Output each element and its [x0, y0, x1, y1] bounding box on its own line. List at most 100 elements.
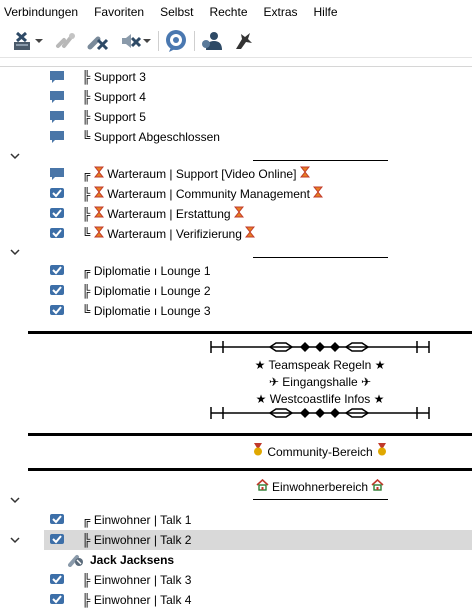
channel-label: ╠ Support 4	[82, 90, 146, 104]
menu-hilfe[interactable]: Hilfe	[313, 5, 338, 19]
channel-einwohnerbereich[interactable]: Einwohnerbereich	[0, 477, 472, 497]
hourglass-icon	[245, 226, 256, 241]
mute-speaker-icon	[119, 30, 143, 52]
channel-diplomatie-1[interactable]: ╔ Diplomatie ı Lounge 1	[0, 261, 472, 281]
chevron-down-icon[interactable]	[9, 535, 21, 545]
channel-label: ╠ Diplomatie ı Lounge 2	[82, 284, 211, 298]
channel-label: ╚ Warteraum | Verifizierung	[82, 226, 256, 242]
hourglass-icon	[93, 206, 104, 221]
menu-verbindungen[interactable]: Verbindungen	[4, 5, 79, 19]
channel-label: ★ Teamspeak Regeln ★	[254, 358, 386, 372]
separator-line	[28, 468, 472, 471]
disconnect-button[interactable]	[8, 28, 46, 54]
check-channel-icon	[49, 593, 65, 607]
contacts-button[interactable]	[198, 28, 226, 54]
connect-button[interactable]	[52, 28, 80, 54]
check-channel-icon	[49, 264, 65, 278]
connect-icon	[54, 30, 78, 52]
check-channel-icon	[49, 227, 65, 241]
channel-label: ╠ Einwohner | Talk 2	[82, 533, 192, 547]
user-jack-jacksens[interactable]: Jack Jacksens	[0, 550, 472, 570]
disconnect-icon	[11, 30, 35, 52]
menu-bar: Verbindungen Favoriten Selbst Rechte Ext…	[0, 0, 472, 24]
chevron-down-icon[interactable]	[143, 38, 151, 44]
separator-line	[28, 433, 472, 436]
channel-label: ╠ Support 3	[82, 70, 146, 84]
chevron-down-icon[interactable]	[9, 151, 21, 161]
channel-label: ╠ Einwohner | Talk 4	[82, 593, 192, 607]
user-speaker-muted-icon	[68, 553, 84, 567]
channel-label: ╠ Einwohner | Talk 3	[82, 573, 192, 587]
channel-icon	[49, 167, 65, 181]
house-icon	[256, 478, 269, 494]
channel-support-3[interactable]: ╠ Support 3	[0, 67, 472, 87]
chat-icon	[164, 29, 188, 53]
chat-button[interactable]	[162, 28, 190, 54]
channel-support-abgeschlossen[interactable]: ╚ Support Abgeschlossen	[0, 127, 472, 147]
channel-icon	[49, 110, 65, 124]
channel-einwohner-talk-3[interactable]: ╠ Einwohner | Talk 3	[0, 570, 472, 590]
channel-diplomatie-3[interactable]: ╚ Diplomatie ı Lounge 3	[0, 301, 472, 321]
channel-label: Einwohnerbereich	[220, 478, 420, 495]
channel-support-4[interactable]: ╠ Support 4	[0, 87, 472, 107]
channel-eingangshalle[interactable]: ✈ Eingangshalle ✈	[0, 372, 472, 392]
channel-einwohner-talk-2[interactable]: ╠ Einwohner | Talk 2	[44, 530, 472, 550]
menu-favoriten[interactable]: Favoriten	[94, 5, 145, 19]
medal-icon	[252, 443, 264, 459]
channel-label: ╠ Support 5	[82, 110, 146, 124]
menu-extras[interactable]: Extras	[263, 5, 298, 19]
channel-teamspeak-regeln[interactable]: ★ Teamspeak Regeln ★	[0, 355, 472, 375]
channel-label: ✈ Eingangshalle ✈	[268, 375, 372, 389]
channel-label: ╔ Diplomatie ı Lounge 1	[82, 264, 211, 278]
mute-microphone-button[interactable]	[84, 28, 112, 54]
channel-icon	[49, 90, 65, 104]
menu-selbst[interactable]: Selbst	[160, 5, 194, 19]
channel-westcoastlife-infos[interactable]: ★ Westcoastlife Infos ★	[0, 389, 472, 409]
mute-microphone-icon	[86, 30, 110, 52]
check-channel-icon	[49, 573, 65, 587]
decorative-border	[210, 407, 430, 419]
check-channel-icon	[49, 513, 65, 527]
separator-line	[28, 331, 472, 334]
hourglass-icon	[93, 226, 104, 241]
medal-icon	[376, 443, 388, 459]
channel-tree: ╠ Support 3 ╠ Support 4 ╠ Support 5 ╚ Su…	[0, 66, 472, 612]
contacts-icon	[200, 30, 224, 52]
channel-label: ╔ Warteraum | Support [Video Online]	[82, 166, 310, 182]
channel-community-bereich[interactable]: Community-Bereich	[0, 441, 472, 461]
chevron-down-icon[interactable]	[9, 247, 21, 257]
check-channel-icon	[49, 207, 65, 221]
away-icon	[233, 30, 255, 52]
chevron-down-icon[interactable]	[9, 495, 21, 505]
channel-warteraum-community[interactable]: ╠ Warteraum | Community Management	[0, 184, 472, 204]
channel-support-5[interactable]: ╠ Support 5	[0, 107, 472, 127]
check-channel-icon	[49, 304, 65, 318]
user-label: Jack Jacksens	[90, 553, 175, 567]
channel-einwohner-talk-1[interactable]: ╔ Einwohner | Talk 1	[0, 510, 472, 530]
channel-label: ╚ Diplomatie ı Lounge 3	[82, 304, 211, 318]
channel-warteraum-support[interactable]: ╔ Warteraum | Support [Video Online]	[0, 164, 472, 184]
spacer-line	[253, 499, 388, 500]
channel-warteraum-verifizierung[interactable]: ╚ Warteraum | Verifizierung	[0, 224, 472, 244]
mute-speaker-button[interactable]	[114, 28, 156, 54]
channel-warteraum-erstattung[interactable]: ╠ Warteraum | Erstattung	[0, 204, 472, 224]
channel-label: ★ Westcoastlife Infos ★	[255, 392, 385, 406]
hourglass-icon	[313, 186, 324, 201]
chevron-down-icon[interactable]	[35, 38, 43, 44]
toolbar-separator	[158, 31, 159, 51]
channel-label: ╠ Warteraum | Erstattung	[82, 206, 244, 222]
spacer-line	[253, 257, 388, 258]
channel-diplomatie-2[interactable]: ╠ Diplomatie ı Lounge 2	[0, 281, 472, 301]
channel-icon	[49, 130, 65, 144]
check-channel-icon	[49, 284, 65, 298]
channel-label: ╔ Einwohner | Talk 1	[82, 513, 192, 527]
menu-rechte[interactable]: Rechte	[209, 5, 248, 19]
channel-label: ╚ Support Abgeschlossen	[82, 130, 220, 144]
toolbar-separator	[194, 31, 195, 51]
check-channel-icon	[49, 187, 65, 201]
house-icon	[371, 478, 384, 494]
away-button[interactable]	[230, 28, 258, 54]
check-channel-icon	[49, 533, 65, 547]
spacer-line	[253, 160, 388, 161]
channel-einwohner-talk-4[interactable]: ╠ Einwohner | Talk 4	[0, 590, 472, 610]
